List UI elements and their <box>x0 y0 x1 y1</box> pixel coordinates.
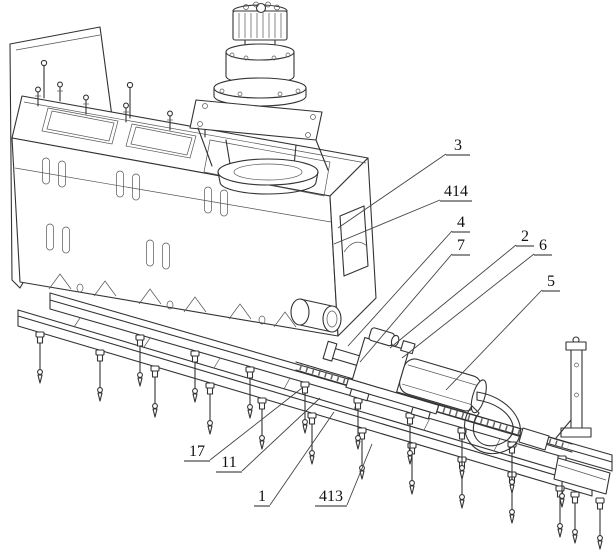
leader-line-4 <box>347 230 453 347</box>
anchor-bolt <box>570 491 580 544</box>
leader-line-2 <box>389 244 517 349</box>
bracket-arm <box>315 139 329 171</box>
pivot-cylinder <box>290 298 342 333</box>
leader-line-17 <box>209 387 303 461</box>
anchor-bolt <box>135 334 145 387</box>
post-base <box>560 427 592 438</box>
callout-label-11: 11 <box>221 454 236 471</box>
anchor-bolt <box>205 382 215 435</box>
anchor-bolt <box>353 397 363 450</box>
side-window <box>339 205 369 277</box>
leader-line-414 <box>333 199 441 245</box>
anchor-bolt <box>300 381 310 434</box>
callout-label-2: 2 <box>521 228 529 245</box>
leader-line-11 <box>241 397 321 472</box>
top-pocket <box>125 123 197 159</box>
leader-line-7 <box>359 253 453 363</box>
callout-label-6: 6 <box>539 237 547 254</box>
callout-label-3: 3 <box>454 137 462 154</box>
rack-teeth <box>299 364 569 450</box>
anchor-bolt <box>95 349 105 402</box>
leader-line-413 <box>346 443 373 506</box>
skirt-notch <box>228 303 252 320</box>
callout-label-4: 4 <box>457 214 465 231</box>
callouts: 3 414 4 7 2 6 5 17 11 1 413 <box>184 137 560 507</box>
motor-hatch <box>238 13 282 38</box>
cross-ties <box>73 317 566 471</box>
track-end-plate <box>553 457 611 550</box>
post-column <box>570 349 583 429</box>
anchor-bolt <box>457 427 467 480</box>
flange <box>213 77 307 99</box>
callout-label-413: 413 <box>319 488 343 505</box>
support-post <box>555 336 592 439</box>
rod-end-block <box>322 340 338 362</box>
anchor-bolt <box>307 412 317 465</box>
leader-line-1 <box>269 411 335 506</box>
callout-label-17: 17 <box>189 443 205 460</box>
motor-body <box>232 10 288 41</box>
bracket-arm <box>197 127 213 167</box>
base-collar <box>217 158 319 186</box>
skirt-notch <box>273 311 297 328</box>
anchor-bolt <box>245 366 255 419</box>
stud <box>56 81 64 102</box>
feed-rod <box>334 348 360 357</box>
callout-label-5: 5 <box>547 273 555 290</box>
leader-line-6 <box>401 253 535 359</box>
drill-feed-assembly <box>322 327 487 420</box>
top-pocket <box>41 107 119 145</box>
anchor-bolt <box>190 350 200 403</box>
spindle-pedestal <box>203 139 331 197</box>
anchor-bolt <box>35 331 45 384</box>
skirt-notch <box>93 280 117 297</box>
spindle-assembly <box>189 1 329 195</box>
machine-housing <box>11 59 377 337</box>
leader-line-5 <box>445 289 543 391</box>
anchor-bolt <box>257 397 267 450</box>
skirt-notch <box>138 288 162 305</box>
skirt-notch <box>183 296 207 313</box>
cylinder-end-cap <box>470 379 487 414</box>
loop-support-block <box>518 427 550 451</box>
anchor-bolt <box>507 441 517 494</box>
leader-line-3 <box>337 153 447 229</box>
callout-label-1: 1 <box>258 488 266 505</box>
anchor-bolt <box>150 365 160 418</box>
anchor-bolt <box>405 412 415 465</box>
callout-label-414: 414 <box>444 183 468 200</box>
drum-top <box>225 43 295 61</box>
skirt-notch <box>48 273 72 290</box>
callout-label-7: 7 <box>457 237 465 254</box>
back-rail <box>49 292 613 472</box>
hose-loop <box>463 391 550 455</box>
anchor-bolt <box>595 497 605 550</box>
